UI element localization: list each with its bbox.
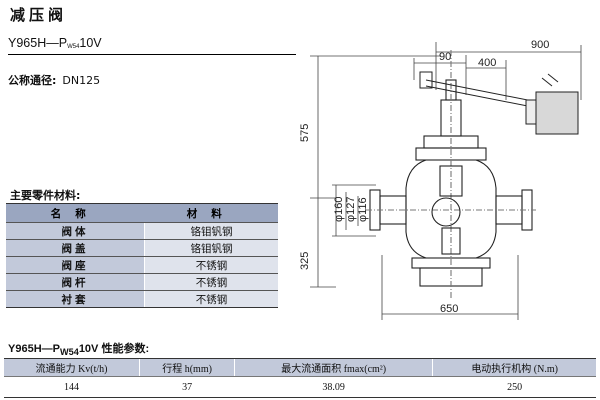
part-name: 阀座 [6,256,145,274]
table-row: 阀盖 铬钼钒钢 [6,239,278,257]
dim-575: 575 [299,124,311,142]
perf-value-actuator: 250 [432,376,596,398]
dim-400: 400 [478,57,496,69]
performance-header-row: 流通能力 Kv(t/h) 行程 h(mm) 最大流通面积 fmax(cm²) 电… [4,358,596,377]
model-suffix: 10V [79,36,102,50]
table-row: 衬套 不锈钢 [6,290,278,308]
dim-phi160: φ160 [333,197,345,223]
perf-value-kv: 144 [4,376,140,398]
title-divider [8,54,296,55]
part-name: 阀盖 [6,239,145,257]
table-row: 阀体 铬钼钒钢 [6,222,278,240]
dim-325: 325 [299,252,311,270]
perf-header-area: 最大流通面积 fmax(cm²) [234,358,433,377]
table-row: 阀杆 不锈钢 [6,273,278,291]
part-material: 不锈钢 [144,256,278,274]
page-title: 减压阀 [10,6,68,24]
part-material: 不锈钢 [144,290,278,308]
nominal-diameter: 公称通径: DN125 [8,72,100,88]
valve-body [366,50,536,300]
perf-header-kv: 流通能力 Kv(t/h) [4,358,140,377]
model-subscript: W54 [67,44,80,50]
nominal-diameter-label: 公称通径: [8,74,57,87]
part-name: 阀杆 [6,273,145,291]
materials-table: 名称 材料 阀体 铬钼钒钢 阀盖 铬钼钒钢 阀座 不锈钢 阀杆 不锈钢 衬套 不… [6,203,278,308]
materials-header-material: 材料 [144,203,278,223]
performance-title: Y965H—PW5410V 性能参数: [8,340,149,357]
dim-90: 90 [439,51,451,63]
table-row: 144 37 38.09 250 [4,376,596,398]
part-material: 不锈钢 [144,273,278,291]
performance-title-subscript: W54 [59,347,79,358]
dim-650: 650 [440,303,458,315]
perf-header-actuator: 电动执行机构 (N.m) [432,358,596,377]
part-name: 衬套 [6,290,145,308]
materials-header-row: 名称 材料 [6,203,278,223]
dimension-lines [310,42,582,320]
table-row: 阀座 不锈钢 [6,256,278,274]
dim-900: 900 [531,39,549,51]
model-prefix: Y965H—P [8,36,68,50]
part-material: 铬钼钒钢 [144,239,278,257]
performance-table: 流通能力 Kv(t/h) 行程 h(mm) 最大流通面积 fmax(cm²) 电… [4,358,596,398]
nominal-diameter-value: DN125 [62,74,101,87]
performance-title-prefix: Y965H—P [8,343,60,355]
actuator-box [525,91,579,135]
dim-phi116: φ116 [357,197,369,222]
valve-drawing: 90 400 900 575 325 650 φ160 φ127 φ116 [299,39,582,320]
model-number: Y965H—PW5410V [8,36,102,50]
materials-title: 主要零件材料: [10,189,81,202]
materials-header-name: 名称 [6,203,145,223]
dim-phi127: φ127 [345,197,357,223]
part-name: 阀体 [6,222,145,240]
performance-title-suffix: 10V 性能参数: [78,343,150,355]
perf-header-stroke: 行程 h(mm) [139,358,235,377]
perf-value-area: 38.09 [234,376,433,398]
perf-value-stroke: 37 [139,376,235,398]
part-material: 铬钼钒钢 [144,222,278,240]
